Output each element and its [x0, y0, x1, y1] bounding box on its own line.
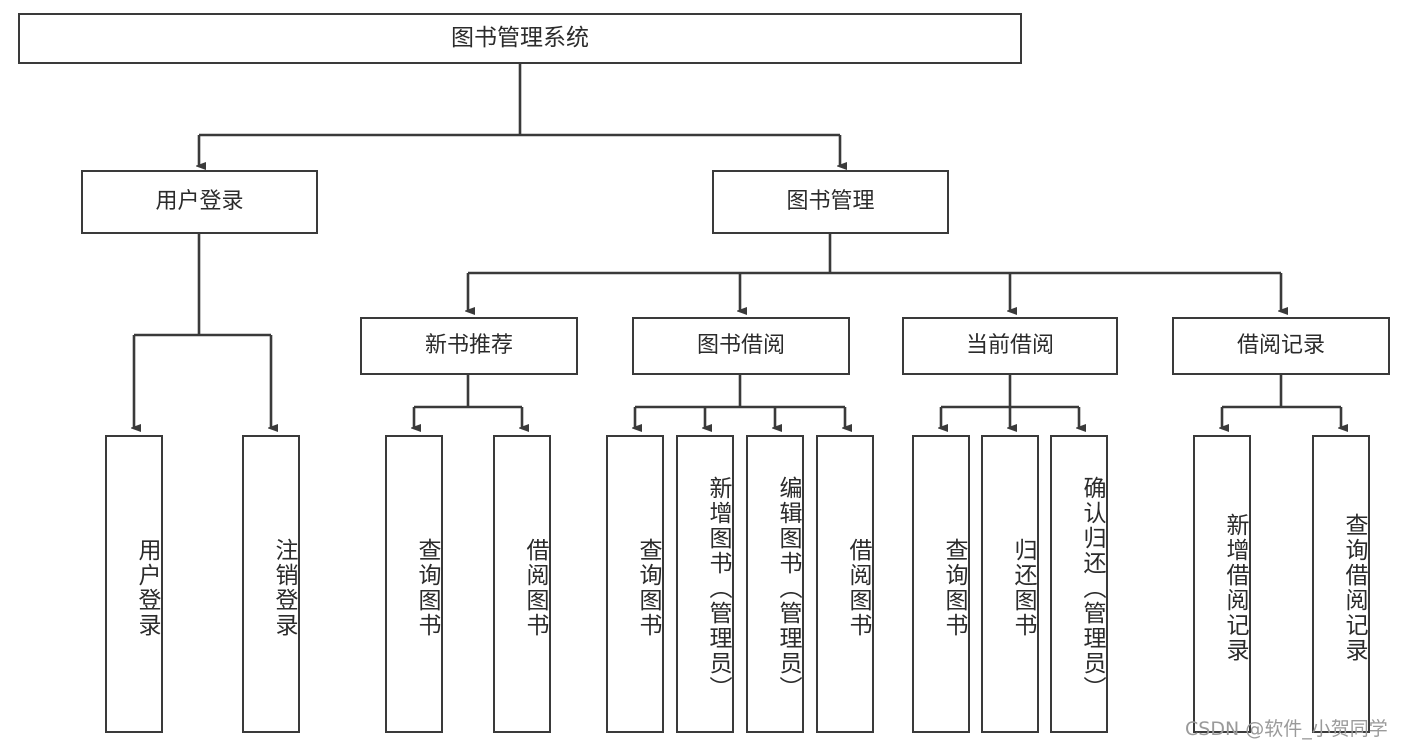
node-label: 用户登录 [134, 538, 160, 638]
node-current-borrow[interactable]: 当前借阅 [902, 317, 1118, 375]
node-label: 图书管理系统 [451, 25, 589, 52]
node-label: 查询图书 [414, 538, 440, 638]
node-label: 图书管理 [786, 189, 875, 215]
node-leaf-query-book-3[interactable]: 查询图书 [912, 435, 970, 733]
node-leaf-query-book-1[interactable]: 查询图书 [385, 435, 443, 733]
node-label: 查询图书 [941, 538, 967, 638]
node-label: 确认归还（管理员） [1079, 475, 1105, 701]
node-label: 注销登录 [271, 538, 297, 638]
node-label: 当前借阅 [965, 333, 1054, 359]
node-new-book-recommend[interactable]: 新书推荐 [360, 317, 578, 375]
node-leaf-add-borrow-record[interactable]: 新增借阅记录 [1193, 435, 1251, 733]
node-book-management[interactable]: 图书管理 [712, 170, 949, 234]
node-label: 借阅记录 [1236, 333, 1325, 359]
node-user-login[interactable]: 用户登录 [81, 170, 318, 234]
node-label: 新书推荐 [424, 333, 513, 359]
node-label: 图书借阅 [696, 333, 785, 359]
node-label: 借阅图书 [522, 538, 548, 638]
node-root-book-management-system[interactable]: 图书管理系统 [18, 13, 1022, 64]
node-label: 编辑图书（管理员） [775, 475, 801, 701]
node-leaf-confirm-return-admin[interactable]: 确认归还（管理员） [1050, 435, 1108, 733]
node-label: 用户登录 [155, 189, 244, 215]
node-leaf-query-book-2[interactable]: 查询图书 [606, 435, 664, 733]
node-label: 新增借阅记录 [1222, 513, 1248, 663]
node-leaf-logout-login[interactable]: 注销登录 [242, 435, 300, 733]
node-leaf-borrow-book-1[interactable]: 借阅图书 [493, 435, 551, 733]
node-label: 归还图书 [1010, 538, 1036, 638]
node-leaf-return-book[interactable]: 归还图书 [981, 435, 1039, 733]
node-leaf-borrow-book-2[interactable]: 借阅图书 [816, 435, 874, 733]
node-leaf-user-login[interactable]: 用户登录 [105, 435, 163, 733]
node-label: 查询图书 [635, 538, 661, 638]
node-label: 新增图书（管理员） [705, 475, 731, 701]
watermark-csdn: CSDN @软件_小贺同学 [1185, 718, 1388, 740]
node-borrow-record[interactable]: 借阅记录 [1172, 317, 1390, 375]
node-label: 查询借阅记录 [1341, 513, 1367, 663]
node-leaf-add-book-admin[interactable]: 新增图书（管理员） [676, 435, 734, 733]
node-label: 借阅图书 [845, 538, 871, 638]
node-leaf-edit-book-admin[interactable]: 编辑图书（管理员） [746, 435, 804, 733]
node-book-borrow[interactable]: 图书借阅 [632, 317, 850, 375]
node-leaf-query-borrow-record[interactable]: 查询借阅记录 [1312, 435, 1370, 733]
